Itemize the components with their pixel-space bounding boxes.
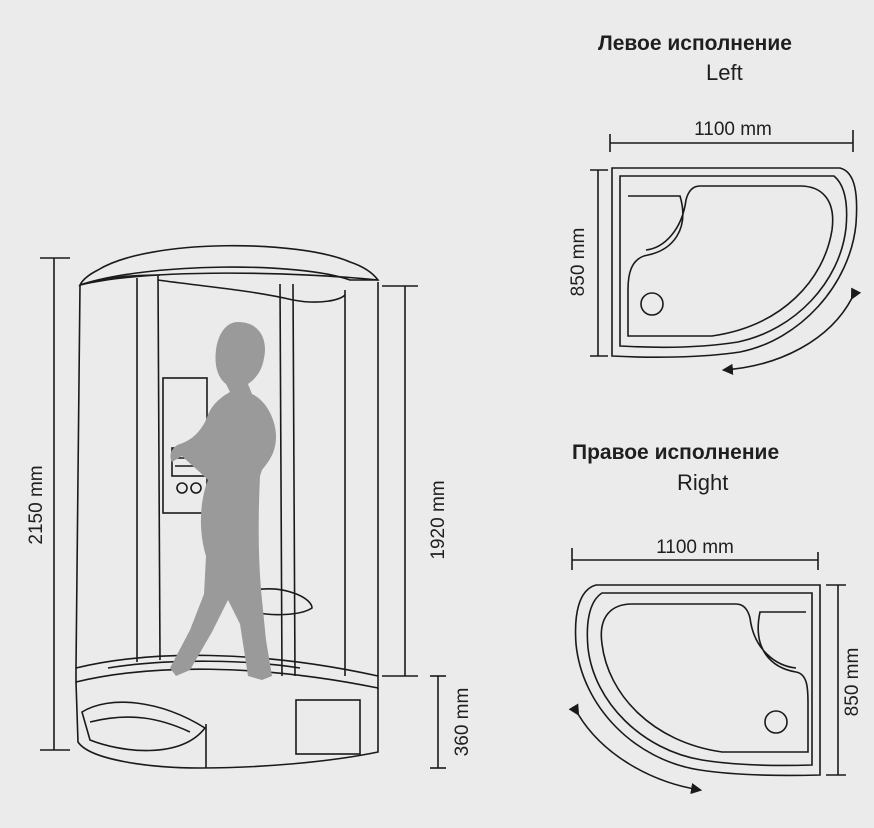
left-variant-title-ru: Левое исполнение (598, 32, 792, 55)
person-silhouette (170, 322, 276, 680)
left-tray-basin (627, 185, 834, 337)
right-variant-plan (568, 548, 846, 795)
left-width-label: 1100 mm (694, 119, 772, 140)
cabin-dimensions (40, 257, 446, 769)
total-height-label: 2150 mm (26, 465, 47, 544)
right-tray-basin (600, 603, 809, 753)
right-drain (764, 710, 788, 734)
left-variant-title-en: Left (706, 60, 743, 85)
right-depth-label: 850 mm (842, 648, 863, 717)
right-width-label: 1100 mm (656, 537, 734, 558)
left-door-arrow (721, 287, 862, 375)
right-variant-title-ru: Правое исполнение (572, 441, 780, 464)
cabin-glass-outline (75, 274, 379, 676)
right-variant-title-en: Right (677, 470, 729, 495)
cabin-roof (78, 244, 380, 287)
enclosure-height-label: 1920 mm (428, 480, 449, 559)
right-door-arrow (568, 703, 703, 795)
left-depth-label: 850 mm (568, 228, 589, 297)
shower-tray (75, 654, 379, 689)
corner-seat (254, 588, 313, 616)
left-drain (640, 292, 664, 316)
cabin-base (75, 681, 379, 769)
base-height-label: 360 mm (452, 688, 473, 757)
left-variant-plan (590, 130, 862, 375)
base-panel (295, 699, 361, 755)
